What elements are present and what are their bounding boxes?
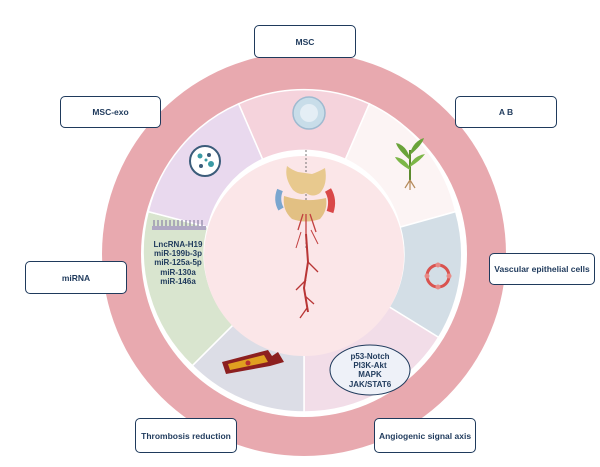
mirna-item: LncRNA-H19: [153, 240, 203, 249]
label-angiogenic-signal-axis: Angiogenic signal axis: [374, 418, 476, 453]
thrombus-vessel-icon: [222, 350, 284, 374]
signal-axis-list: p53-Notch PI3K-Akt MAPK JAK/STAT6: [334, 352, 406, 389]
knee-joint-icon: [275, 150, 336, 319]
label-msc-exo: MSC-exo: [60, 96, 161, 128]
plant-icon: [395, 138, 425, 190]
vessel-ring-icon: [424, 262, 452, 290]
mirna-item: miR-146a: [160, 276, 196, 286]
signal-axis-item: PI3K-Akt: [353, 361, 387, 371]
signal-axis-item: JAK/STAT6: [348, 379, 392, 389]
mirna-item: miR-130a: [160, 267, 196, 277]
exosome-icon: [189, 145, 221, 177]
label-ab: A B: [455, 96, 557, 128]
label-vascular-epithelial-cells: Vascular epithelial cells: [489, 253, 595, 285]
center-disc: [204, 156, 404, 356]
label-msc: MSC: [254, 25, 356, 58]
signal-axis-item: p53-Notch: [350, 352, 390, 361]
label-mirna: miRNA: [25, 261, 127, 294]
mirna-item: miR-125a-5p: [154, 258, 202, 268]
mirna-item: miR-199b-3p: [153, 249, 202, 259]
signal-axis-bubble: [329, 344, 411, 396]
label-thrombosis-reduction: Thrombosis reduction: [135, 418, 237, 453]
msc-cell-icon: [292, 96, 326, 130]
mirna-strand-icon: [152, 220, 206, 230]
mirna-list: LncRNA-H19 miR-199b-3p miR-125a-5p miR-1…: [148, 240, 208, 286]
signal-axis-item: MAPK: [358, 370, 382, 380]
